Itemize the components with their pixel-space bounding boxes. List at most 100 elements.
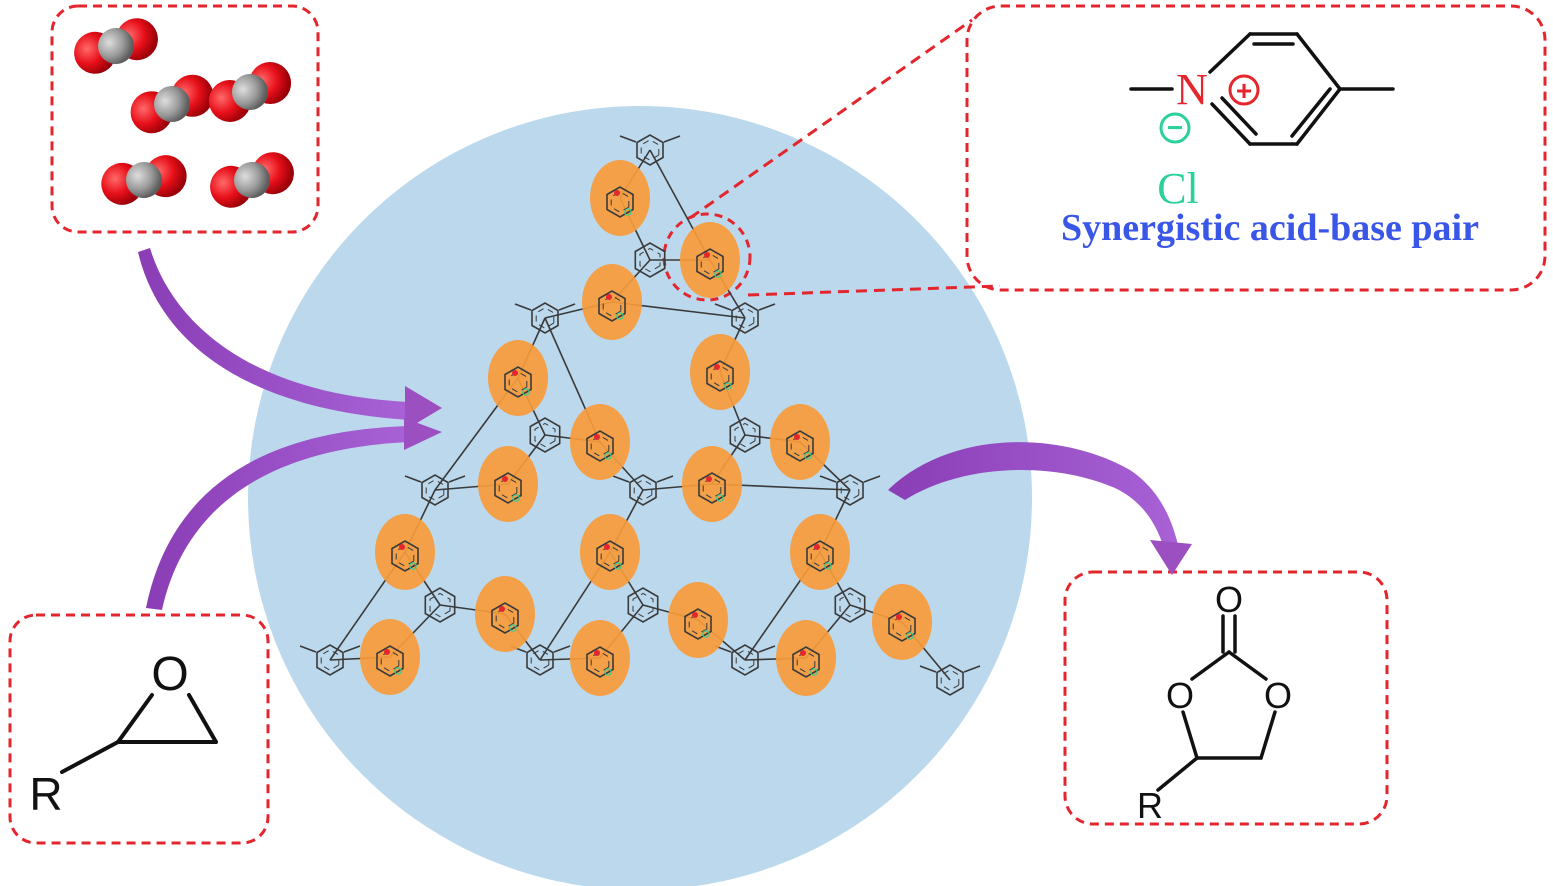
pyridinium-highlight [580,514,640,590]
nitrogen-dot [714,364,720,370]
epoxide-box [8,613,270,845]
carbonyl-oxygen-label: O [1215,579,1243,620]
chloride-dot [724,382,732,390]
epoxide-arrow [146,418,442,610]
pyridine-ring [696,248,724,280]
negative-charge-sign: − [1167,112,1183,143]
pyridine-ring [586,646,614,678]
chloride-dot [714,270,722,278]
nitrogen-dot [384,649,390,655]
chloride-dot [716,494,724,502]
nitrogen-dot [614,190,620,196]
pyridinium-highlight [682,446,742,522]
chloride-dot [624,208,632,216]
nitrogen-dot [896,614,902,620]
pyridine-ring [606,186,634,218]
epoxide-structure [60,693,218,774]
pyridinium-highlight [790,514,850,590]
cyclic-carbonate-structure [1156,614,1277,792]
triazine-ring [731,302,759,334]
co2-molecule [210,152,294,208]
cyclic-carbonate-box [1063,570,1389,826]
carbonate-r-label: R [1137,785,1163,826]
pyridinium-highlight [360,619,420,695]
pyridinium-nitrogen-label: N [1176,65,1208,114]
nitrogen-dot [502,476,508,482]
benzene-ring [424,587,456,623]
chloride-dot [810,668,818,676]
pyridinium-highlight [478,446,538,522]
triazine-ring [636,134,664,166]
co2-molecule [74,18,158,74]
nitrogen-dot [594,650,600,656]
pyridinium-highlight [872,584,932,660]
benzene-ring [834,587,866,623]
pyridine-ring [504,366,532,398]
epoxide-oxygen-label: O [151,648,188,701]
co2-molecules [74,18,294,208]
co2-molecule [130,74,214,134]
chloride-dot [824,562,832,570]
positive-charge-sign: + [1236,75,1252,106]
pyridine-ring [598,290,626,322]
nitrogen-dot [512,370,518,376]
triazine-ring [836,474,864,506]
chloride-dot [394,667,402,675]
pyridinium-highlight [776,620,836,696]
pyridine-ring [596,540,624,572]
nitrogen-dot [606,294,612,300]
nitrogen-dot [692,612,698,618]
chloride-dot [614,562,622,570]
chloride-dot [409,562,417,570]
benzene-ring [529,417,561,453]
triazine-ring [526,644,554,676]
product-arrow [888,442,1192,575]
triazine-ring [531,302,559,334]
co2-box [50,4,320,234]
triazine-ring [731,644,759,676]
negative-charge-circle [1159,112,1191,144]
benzene-ring [627,587,659,623]
triazine-ring [316,644,344,676]
triazine-ring [421,474,449,506]
chloride-dot [522,388,530,396]
pyridinium-highlight [668,582,728,658]
ring-oxygen-right-label: O [1264,675,1292,716]
nitrogen-dot [604,544,610,550]
pyridine-ring [806,540,834,572]
chloride-dot [702,630,710,638]
positive-charge-circle [1228,74,1260,106]
pyridinium-zoom-structure [1129,32,1395,146]
pyridinium-highlight [475,576,535,652]
pyridinium-framework [299,134,981,696]
nitrogen-dot [399,544,405,550]
co2-arrow [138,248,442,430]
pyridine-ring [706,360,734,392]
acid-base-pair-box [965,4,1547,292]
nitrogen-dot [499,606,505,612]
nitrogen-dot [800,650,806,656]
nitrogen-dot [794,434,800,440]
chloride-dot [906,632,914,640]
chloride-dot [604,668,612,676]
pyridine-ring [792,646,820,678]
pyridinium-highlight [375,514,435,590]
benzene-ring [729,417,761,453]
chloride-dot [509,624,517,632]
pyridine-ring [494,472,522,504]
pyridine-ring [684,608,712,640]
pyridinium-highlight [680,222,740,298]
pyridinium-highlight [770,404,830,480]
co2-molecule [101,155,187,205]
acid-base-pair-caption: Synergistic acid-base pair [1061,207,1479,249]
pyridinium-highlight [590,160,650,236]
pyridine-ring [698,472,726,504]
pyridine-ring [491,602,519,634]
chloride-dot [616,312,624,320]
pyridinium-highlight [582,264,642,340]
chloride-dot [804,452,812,460]
pyridine-ring [391,540,419,572]
nitrogen-dot [704,252,710,258]
